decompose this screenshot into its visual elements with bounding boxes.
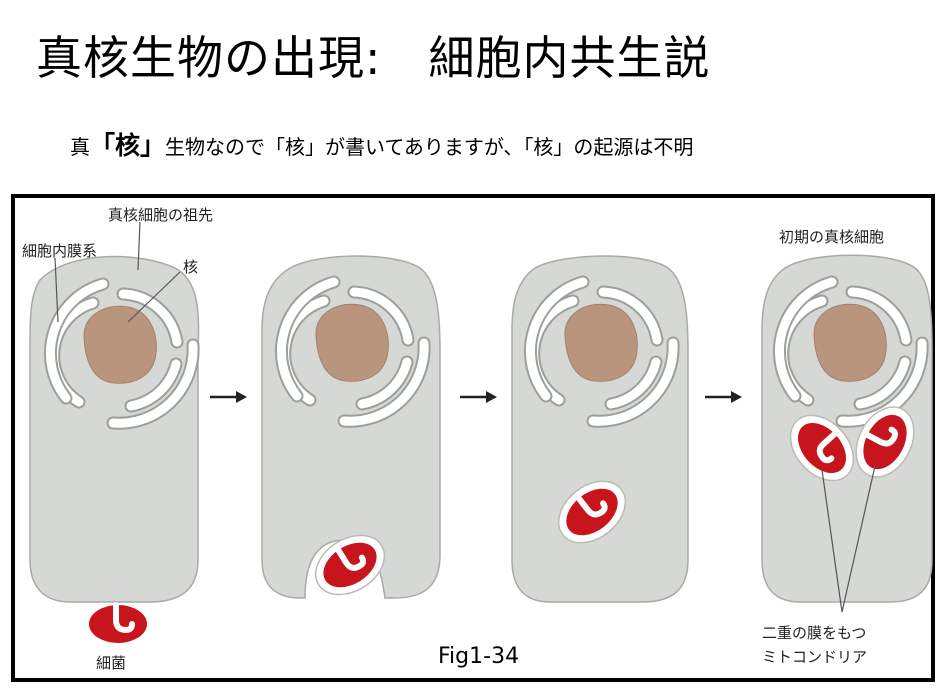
stage-1-cell (29, 255, 199, 603)
arrow-2 (460, 391, 497, 403)
label-mitochondria: ミトコンドリア (762, 648, 867, 666)
label-early-eukaryote: 初期の真核細胞 (779, 228, 884, 246)
leader-lines (54, 221, 876, 613)
arrow-1 (210, 391, 247, 403)
stage-4-cell (761, 254, 933, 603)
slide-subtitle: 真「核」生物なので「核」が書いてありますが、「核」の起源は不明 (70, 126, 693, 162)
slide-title: 真核生物の出現: 細胞内共生説 (36, 31, 711, 85)
subtitle-prefix: 真 (70, 135, 90, 159)
stage-3-cell (511, 255, 689, 603)
label-ancestor: 真核細胞の祖先 (108, 206, 213, 224)
subtitle-suffix: 生物なので「核」が書いてありますが、「核」の起源は不明 (165, 135, 694, 159)
label-nucleus: 核 (183, 258, 198, 276)
bacterium (89, 602, 147, 643)
subtitle-emphasis: 「核」 (90, 131, 166, 160)
label-endomembrane: 細胞内膜系 (22, 242, 97, 260)
arrow-3 (705, 391, 742, 403)
stage-2-cell (261, 255, 441, 607)
label-double-membrane: 二重の膜をもつ (762, 624, 866, 642)
label-bacterium: 細菌 (96, 654, 126, 672)
figure-caption: Fig1-34 (438, 644, 519, 669)
